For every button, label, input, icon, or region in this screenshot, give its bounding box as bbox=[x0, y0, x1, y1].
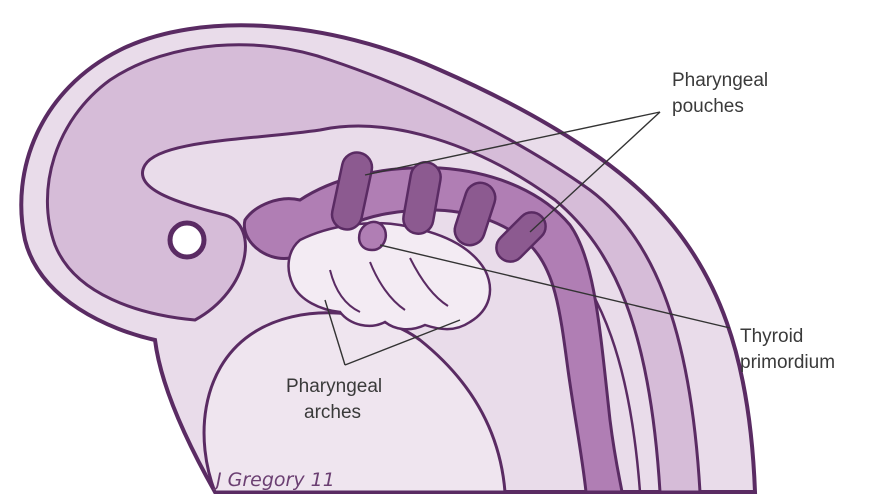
eye-ring bbox=[170, 223, 204, 257]
label-thyroid-line1: Thyroid bbox=[740, 326, 803, 347]
label-thyroid-line2: primordium bbox=[740, 352, 835, 373]
label-arches-line1: Pharyngeal bbox=[286, 376, 382, 397]
label-pouches-line1: Pharyngeal bbox=[672, 70, 768, 91]
label-pouches-line2: pouches bbox=[672, 96, 744, 117]
artist-signature: J Gregory 11 bbox=[212, 469, 335, 491]
label-arches-line2: arches bbox=[304, 402, 361, 423]
